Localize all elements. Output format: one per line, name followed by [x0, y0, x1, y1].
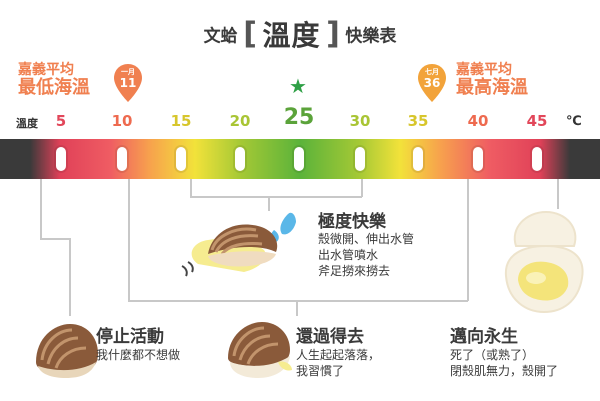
state-ok-desc: 人生起起落落， 我習慣了 [296, 347, 380, 379]
low-pin-month: 一月 [121, 68, 135, 76]
connector-line [69, 238, 71, 316]
connector-line [361, 179, 363, 197]
state-dead-line: 閉殼肌無力，殼開了 [450, 364, 559, 379]
state-dead-line: 死了（或熟了） [450, 348, 535, 362]
page-title: 文蛤 [ 溫度 ] 快樂表 [0, 14, 600, 54]
bar-marker [117, 147, 127, 171]
tick-label: 35 [407, 112, 429, 130]
low-temp-pin: 一月 11 [114, 64, 142, 102]
connector-line [128, 300, 468, 302]
map-pin-icon [418, 64, 446, 102]
scale-label: 溫度 [16, 117, 38, 130]
map-pin-icon [114, 64, 142, 102]
tick-label: 45 [526, 112, 548, 130]
state-best-title: 極度快樂 [318, 212, 386, 232]
title-right: 快樂表 [345, 26, 397, 47]
connector-line [296, 300, 298, 316]
connector-line [190, 196, 362, 198]
title-left: 文蛤 [203, 26, 238, 47]
high-temp-sub: 嘉義平均 [456, 62, 512, 78]
tick-label: 25 [283, 105, 315, 130]
bar-marker [56, 147, 66, 171]
state-ok-title: 還過得去 [296, 327, 364, 347]
connector-line [40, 238, 70, 240]
tick-label: 10 [111, 112, 133, 130]
state-stop-desc: 我什麼都不想做 [96, 347, 180, 363]
ok-clam-icon [228, 322, 292, 378]
tick-label: 40 [467, 112, 489, 130]
state-ok-line: 我習慣了 [296, 364, 345, 379]
high-pin-value: 36 [423, 76, 441, 90]
star-icon: ★ [289, 74, 307, 98]
high-temp-main: 最高海溫 [456, 77, 528, 99]
connector-line [467, 179, 469, 301]
scale-unit: ℃ [566, 114, 582, 129]
bar-marker [532, 147, 542, 171]
high-temp-label: 嘉義平均 最高海溫 [456, 62, 528, 99]
bar-marker [413, 147, 423, 171]
title-bracket-open: [ [243, 16, 257, 52]
happy-clam-icon [181, 212, 296, 277]
bar-marker [294, 147, 304, 171]
bar-marker [235, 147, 245, 171]
tick-label: 15 [170, 112, 192, 130]
state-ok-line: 人生起起落落， [296, 348, 381, 362]
connector-line [190, 179, 192, 197]
low-pin-value: 11 [119, 76, 137, 90]
state-best-line: 斧足撈來撈去 [318, 264, 391, 279]
state-best-line: 出水管噴水 [318, 248, 379, 263]
bar-marker [355, 147, 365, 171]
title-main: 溫度 [262, 19, 321, 52]
stop-clam-icon [36, 324, 98, 378]
state-best-line: 殼微開、伸出水管 [318, 232, 415, 246]
connector-line [128, 179, 130, 301]
tick-label: 20 [229, 112, 251, 130]
state-dead-title: 邁向永生 [450, 327, 518, 347]
low-temp-main: 最低海溫 [18, 77, 90, 99]
title-bracket-close: ] [326, 16, 340, 52]
tick-label: 5 [55, 112, 67, 130]
high-temp-pin: 七月 36 [418, 64, 446, 102]
connector-line [557, 179, 559, 209]
tick-label: 30 [349, 112, 371, 130]
open-clam-icon [504, 210, 584, 314]
bar-marker [176, 147, 186, 171]
connector-line [268, 197, 270, 211]
state-stop-title: 停止活動 [96, 327, 164, 347]
state-best-desc: 殼微開、伸出水管 出水管噴水 斧足撈來撈去 [318, 231, 414, 280]
state-dead-desc: 死了（或熟了） 閉殼肌無力，殼開了 [450, 347, 558, 379]
high-pin-month: 七月 [425, 68, 439, 76]
low-temp-sub: 嘉義平均 [18, 62, 74, 78]
connector-line [40, 179, 42, 239]
bar-marker [473, 147, 483, 171]
state-stop-line: 我什麼都不想做 [96, 348, 181, 362]
low-temp-label: 嘉義平均 最低海溫 [18, 62, 90, 99]
